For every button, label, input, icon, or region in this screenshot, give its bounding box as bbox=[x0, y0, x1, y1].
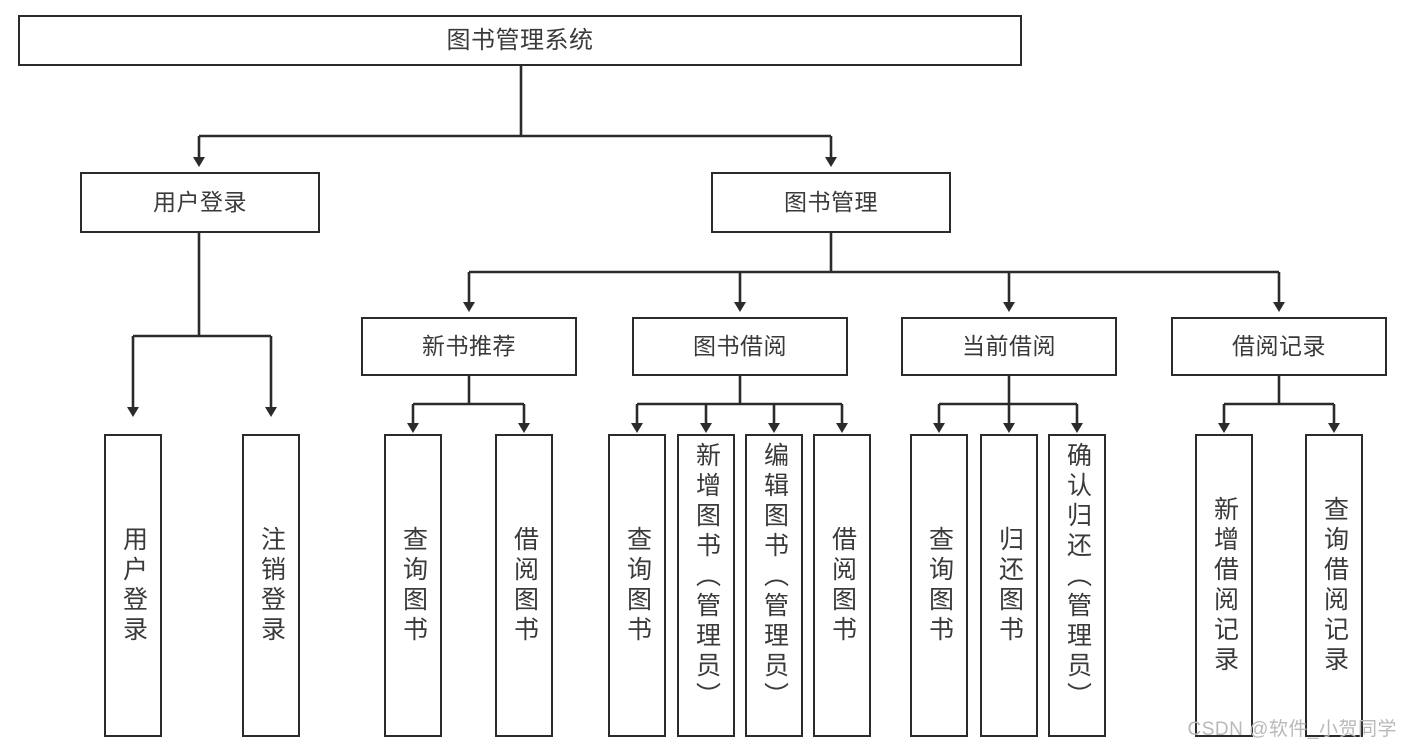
leaf-return-book[interactable]: 归还图书 bbox=[980, 434, 1038, 737]
leaf-borrow-book-recommend[interactable]: 借阅图书 bbox=[495, 434, 553, 737]
node-user-login[interactable]: 用户登录 bbox=[80, 172, 320, 233]
node-label: 新书推荐 bbox=[422, 333, 516, 360]
leaf-query-book-current[interactable]: 查询图书 bbox=[910, 434, 968, 737]
node-label: 当前借阅 bbox=[962, 333, 1056, 360]
node-label: 查询图书 bbox=[399, 525, 428, 646]
leaf-query-book-recommend[interactable]: 查询图书 bbox=[384, 434, 442, 737]
leaf-query-borrow-record[interactable]: 查询借阅记录 bbox=[1305, 434, 1363, 737]
node-label: 借阅记录 bbox=[1232, 333, 1326, 360]
node-label: 借阅图书 bbox=[828, 525, 857, 646]
node-label: 确认归还（管理员） bbox=[1063, 442, 1092, 712]
node-label: 借阅图书 bbox=[510, 525, 539, 646]
leaf-query-book-borrow[interactable]: 查询图书 bbox=[608, 434, 666, 737]
node-label: 用户登录 bbox=[119, 525, 148, 646]
watermark-text: CSDN @软件_小贺同学 bbox=[1187, 719, 1397, 740]
leaf-borrow-book[interactable]: 借阅图书 bbox=[813, 434, 871, 737]
node-borrow-record[interactable]: 借阅记录 bbox=[1171, 317, 1387, 376]
leaf-confirm-return-admin[interactable]: 确认归还（管理员） bbox=[1048, 434, 1106, 737]
leaf-add-book-admin[interactable]: 新增图书（管理员） bbox=[677, 434, 735, 737]
node-label: 用户登录 bbox=[153, 189, 247, 216]
leaf-add-borrow-record[interactable]: 新增借阅记录 bbox=[1195, 434, 1253, 737]
node-label: 注销登录 bbox=[257, 525, 286, 646]
node-label: 编辑图书（管理员） bbox=[760, 442, 789, 712]
leaf-user-login[interactable]: 用户登录 bbox=[104, 434, 162, 737]
node-book-management[interactable]: 图书管理 bbox=[711, 172, 951, 233]
node-label: 归还图书 bbox=[995, 525, 1024, 646]
leaf-logout-login[interactable]: 注销登录 bbox=[242, 434, 300, 737]
leaf-edit-book-admin[interactable]: 编辑图书（管理员） bbox=[745, 434, 803, 737]
node-label: 图书管理系统 bbox=[446, 26, 594, 54]
node-label: 查询图书 bbox=[623, 525, 652, 646]
node-label: 新增图书（管理员） bbox=[692, 442, 721, 712]
node-new-book-recommend[interactable]: 新书推荐 bbox=[361, 317, 577, 376]
node-current-borrow[interactable]: 当前借阅 bbox=[901, 317, 1117, 376]
node-label: 新增借阅记录 bbox=[1210, 495, 1239, 676]
node-label: 图书管理 bbox=[784, 189, 878, 216]
node-label: 查询图书 bbox=[925, 525, 954, 646]
node-label: 查询借阅记录 bbox=[1320, 495, 1349, 676]
node-label: 图书借阅 bbox=[693, 333, 787, 360]
node-root-book-management-system[interactable]: 图书管理系统 bbox=[18, 15, 1022, 66]
node-book-borrow[interactable]: 图书借阅 bbox=[632, 317, 848, 376]
